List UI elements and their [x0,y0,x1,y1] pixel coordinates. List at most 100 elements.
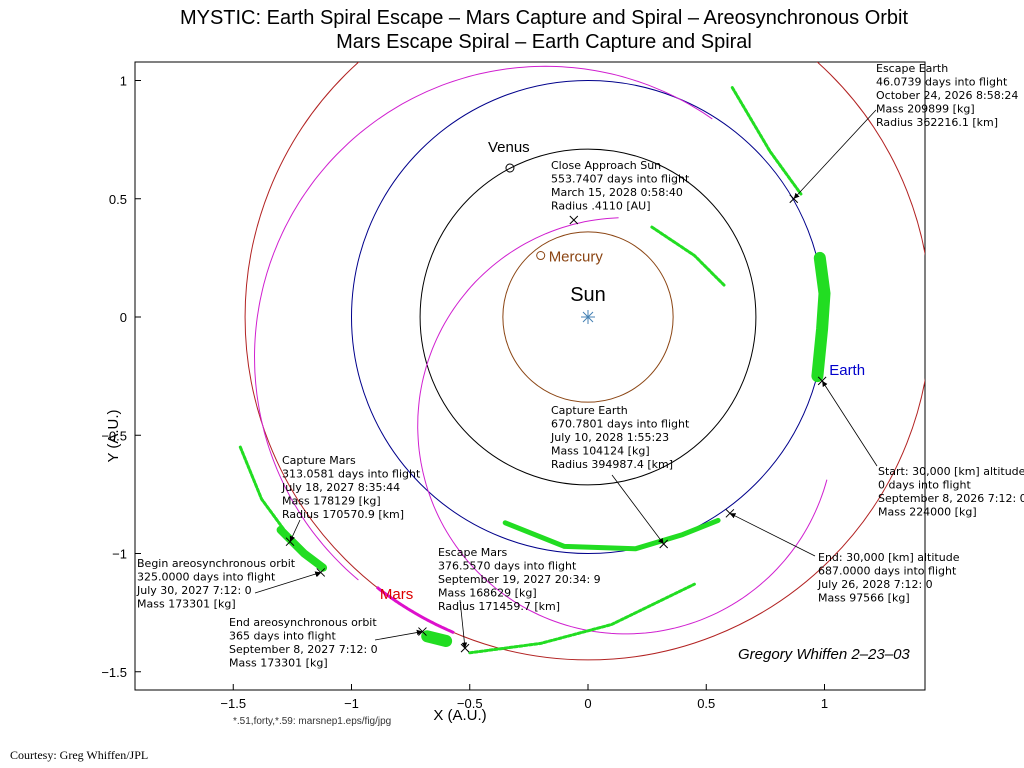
y-axis-label: Y (A.U.) [105,409,122,462]
leader-start [821,380,878,467]
annotation-line: July 30, 2027 7:12: 0 [136,584,252,597]
y-tick-label: −0.5 [101,428,127,443]
annotation-line: 313.0581 days into flight [282,468,421,481]
x-tick-label: 0 [584,696,591,711]
mars-departure-spiral-arm [468,582,696,655]
transfer-arc-earth-to-mars [253,65,713,581]
chart-title-line-1: MYSTIC: Earth Spiral Escape – Mars Captu… [179,7,909,29]
earth-arrival-spiral [502,517,721,552]
mars-capture-spiral [276,525,328,572]
sun-marker [581,310,595,324]
x-tick-label: −0.5 [457,696,483,711]
annotation-line: Mass 173301 [kg] [137,598,236,611]
annotation-line: Mass 97566 [kg] [818,592,910,605]
orbit-venus [419,148,757,486]
annotation-line: September 8, 2026 7:12: 0 [878,492,1024,505]
earth-departure-spiral [811,251,831,383]
annotation-line: 670.7801 days into flight [551,418,690,431]
annotation-line: July 18, 2027 8:35:44 [281,481,400,494]
annotation-line: 46.0739 days into flight [876,76,1008,89]
return-spiral-arm [650,225,727,288]
leader-begin-areosync [254,571,321,594]
earth-escape-spiral-arm [730,86,803,196]
annotation-line: Begin areosynchronous orbit [137,557,296,570]
annotation-line: Radius .4110 [AU] [551,200,651,213]
areosynchronous-segment [376,585,455,635]
leader-end [729,512,816,557]
annotation-line: 687.0000 days into flight [818,565,957,578]
leader-capture-mars [289,519,301,542]
orbit-mars [244,62,925,661]
annotation-line: 325.0000 days into flight [137,571,276,584]
x-tick-label: 0.5 [697,696,715,711]
annotation-line: Mass 173301 [kg] [229,657,328,670]
leader-escape-mars [459,599,468,649]
leader-escape-earth [793,109,877,200]
annotation-line: Mass 104124 [kg] [551,445,650,458]
mars-escape-spiral [421,630,453,647]
annotation-line: Radius 170570.9 [km] [282,508,404,521]
y-tick-label: 1 [120,74,127,89]
x-tick-label: −1 [344,696,359,711]
annotation-line: Radius 394987.4 [km] [551,458,673,471]
annotation-line: Mass 168629 [kg] [438,587,537,600]
annotation-line: Radius 171459.7 [km] [438,600,560,613]
annotation-line: Close Approach Sun [551,159,661,172]
chart-title-line-2: Mars Escape Spiral – Earth Capture and S… [336,31,752,53]
x-tick-label: −1.5 [220,696,246,711]
chart-title: MYSTIC: Earth Spiral Escape – Mars Captu… [0,6,1024,54]
orbit-mercury [502,231,674,403]
mercury-marker [536,251,546,261]
annotation-line: September 19, 2027 20:34: 9 [438,573,601,586]
transfer-arc-mars-to-earth [417,217,828,635]
annotation-line: Mass 224000 [kg] [878,506,977,519]
annotation-line: July 10, 2028 1:55:23 [550,431,669,444]
annotation-line: End areosynchronous orbit [229,616,377,629]
annotation-line: Escape Earth [876,62,948,75]
footnote: *.51,forty,*.59: marsnep1.eps/fig/jpg [233,716,391,727]
author-signature: Gregory Whiffen 2–23–03 [738,646,910,663]
x-axis-label: X (A.U.) [433,707,486,724]
leader-end-areosync [374,629,423,641]
annotation-line: Capture Earth [551,404,628,417]
annotation-line: Mass 178129 [kg] [282,495,381,508]
annotation-line: Radius 362216.1 [km] [876,116,998,129]
mars-label: Mars [380,586,413,603]
leader-capture-earth [611,474,665,545]
annotation-line: Start: 30,000 [km] altitude [878,465,1024,478]
annotation-line: October 24, 2026 8:58:24 [876,89,1018,102]
annotation-line: End: 30,000 [km] altitude [818,551,960,564]
annotation-line: 365 days into flight [229,630,336,643]
annotation-line: July 26, 2028 7:12: 0 [817,578,933,591]
y-tick-label: −1.5 [101,665,127,680]
y-tick-label: −1 [112,547,127,562]
x-tick-label: 1 [821,696,828,711]
annotation-line: 0 days into flight [878,479,971,492]
annotation-line: Escape Mars [438,546,507,559]
venus-marker [505,163,515,173]
earth-label: Earth [829,362,865,379]
credit-line: Courtesy: Greg Whiffen/JPL [10,748,149,762]
sun-label: Sun [570,284,606,306]
annotation-line: March 15, 2028 0:58:40 [551,186,683,199]
annotation-line: September 8, 2027 7:12: 0 [229,643,378,656]
y-tick-label: 0.5 [109,192,127,207]
venus-label: Venus [488,139,530,156]
y-tick-label: 0 [120,310,127,325]
annotation-line: Mass 209899 [kg] [876,103,975,116]
annotation-line: Capture Mars [282,454,356,467]
annotation-line: 376.5570 days into flight [438,560,577,573]
mars-approach-spiral-arm [238,445,290,537]
annotation-line: 553.7407 days into flight [551,173,690,186]
